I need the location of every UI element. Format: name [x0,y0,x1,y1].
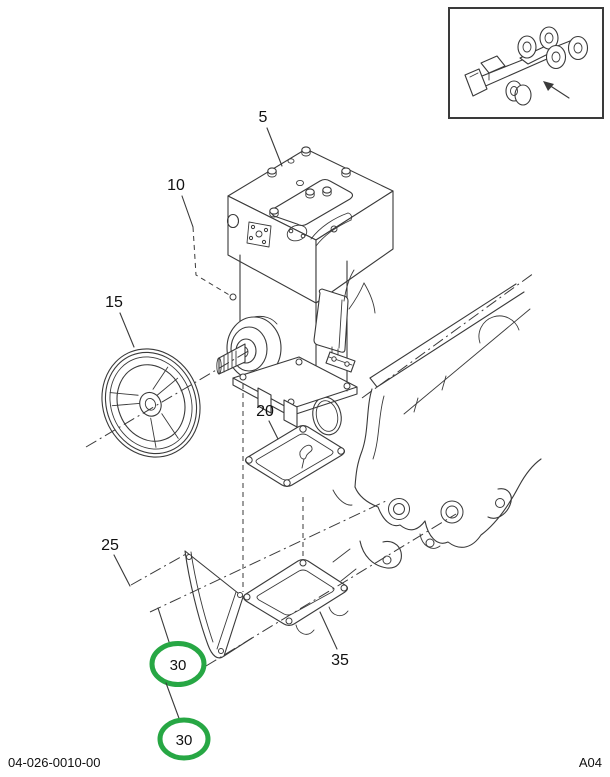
callout-30-upper-label: 30 [170,657,187,674]
callout-30-lower-label: 30 [176,732,193,749]
drive-pulley [101,348,201,458]
hotspot-ring [157,717,211,761]
callout-30-upper[interactable]: 30 [149,607,207,687]
callout-35: 35 [319,611,349,669]
location-arrow-icon [543,81,570,99]
upper-gasket [244,424,346,488]
air-compressor-head [226,146,394,304]
callout-20: 20 [256,403,279,440]
callout-15: 15 [105,294,135,348]
footer-page-code: A04 [579,755,602,770]
callout-10-label: 10 [167,177,185,194]
inset-box [448,7,604,119]
hotspot-ring [149,641,207,687]
callout-20-label: 20 [256,403,274,420]
truck-chassis-icon [464,26,589,106]
mounting-plate [242,558,349,635]
callout-10: 10 [167,177,194,228]
callout-35-label: 35 [331,652,349,669]
footer-doc-number: 04-026-0010-00 [8,755,101,770]
callout-30-lower[interactable]: 30 [157,682,211,761]
engine-block [312,282,542,582]
alignment-lines [85,226,535,667]
callout-25-label: 25 [101,537,119,554]
air-compressor-body [216,254,365,428]
callout-15-label: 15 [105,294,123,311]
callout-5: 5 [259,109,283,167]
callout-25: 25 [101,537,131,587]
callout-5-label: 5 [259,109,268,126]
